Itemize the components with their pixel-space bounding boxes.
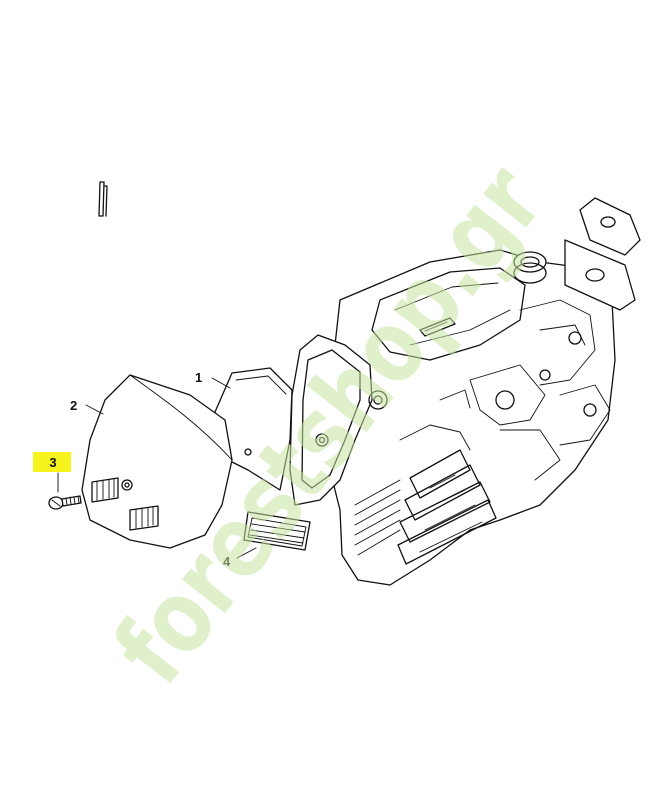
callout-3-label: 3 [49, 455, 56, 470]
callout-4-leader [236, 547, 257, 559]
part-3-screw [48, 495, 82, 510]
callout-3-highlight [33, 452, 71, 472]
part-2-cover [81, 374, 233, 549]
tool-fragment [98, 181, 108, 217]
callout-1-leader [211, 377, 231, 389]
callout-2-leader [85, 404, 104, 415]
engine-housing [329, 197, 641, 586]
air-filter-frame [289, 334, 388, 506]
part-4-filter-pad [243, 511, 311, 551]
cooling-fins [354, 449, 497, 565]
callout-1-label: 1 [195, 370, 202, 385]
callout-2-label: 2 [70, 398, 77, 413]
callout-4-label: 4 [223, 554, 231, 569]
